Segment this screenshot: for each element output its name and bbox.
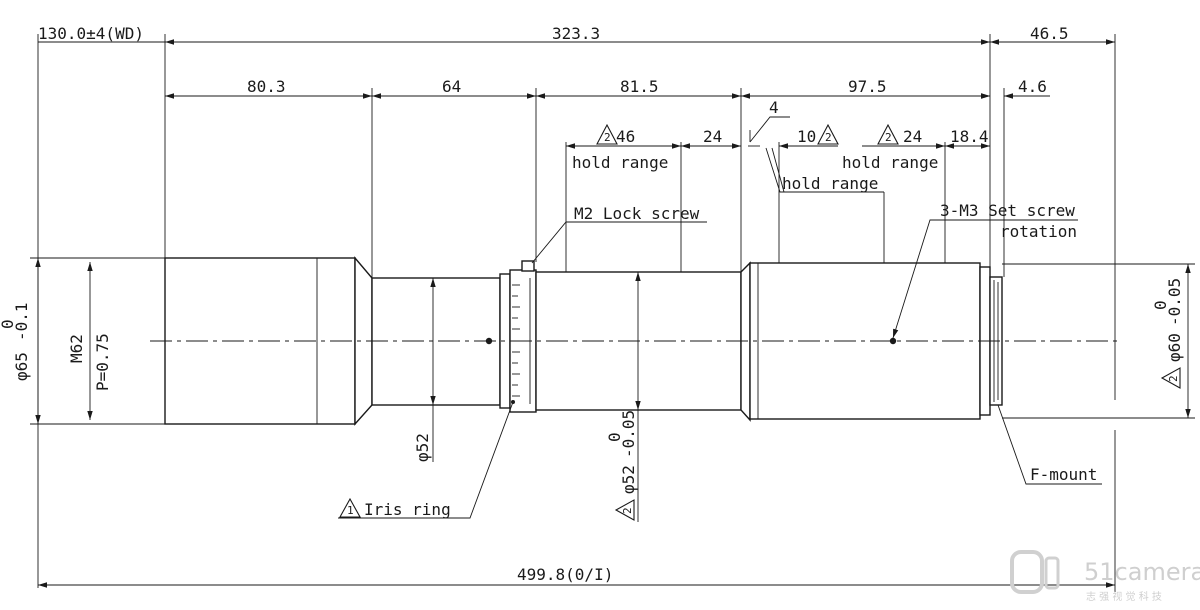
watermark-subtitle: 志 强 视 觉 科 技 — [1086, 590, 1162, 603]
hold-range-label-2: hold range — [842, 153, 938, 172]
leader-hold-range-3 — [765, 147, 884, 193]
phi65-tol-lower: -0.1 — [12, 302, 31, 341]
leader-iris-ring — [338, 401, 514, 519]
svg-text:2: 2 — [825, 131, 832, 144]
lock-screw-label: M2 Lock screw — [574, 204, 700, 223]
svg-text:2: 2 — [1167, 375, 1180, 382]
f-mount-label: F-mount — [1030, 465, 1097, 484]
lock-screw — [521, 260, 535, 272]
phi52b-tol-lower: -0.05 — [619, 410, 638, 458]
thread-m62: M62 — [67, 334, 86, 363]
dim-10: 10 — [797, 127, 816, 146]
svg-text:2: 2 — [621, 507, 634, 514]
camera-logo-icon — [1010, 550, 1044, 594]
phi60-label: φ60 — [1165, 333, 1184, 362]
rear-barrel — [749, 262, 981, 420]
phi52b-label: φ52 — [619, 465, 638, 494]
set-screw-label: 3-M3 Set screw — [940, 201, 1075, 220]
dim-80-3: 80.3 — [247, 77, 286, 96]
leader-f-mount — [997, 404, 1102, 485]
phi60-tol-upper: 0 — [1151, 300, 1170, 310]
hold-range-label-1: hold range — [572, 153, 668, 172]
tri-marker-10 — [817, 123, 839, 145]
phi65-tol-upper: 0 — [0, 319, 17, 329]
dim-81-5: 81.5 — [620, 77, 659, 96]
svg-text:2: 2 — [885, 131, 892, 144]
rotation-label: rotation — [1000, 222, 1077, 241]
leader-set-screw — [892, 219, 1078, 339]
dim-4: 4 — [769, 98, 779, 117]
tri-marker-phi52 — [614, 499, 635, 521]
dim-4-6: 4.6 — [1018, 77, 1047, 96]
phi65-label: φ65 — [12, 352, 31, 381]
watermark: 51camera 志 强 视 觉 科 技 — [1010, 550, 1200, 603]
dim-24a: 24 — [703, 127, 722, 146]
tri-marker-46 — [596, 123, 618, 145]
tri-marker-phi60 — [1160, 367, 1181, 389]
dim-64: 64 — [442, 77, 461, 96]
iris-ring-label: Iris ring — [364, 500, 451, 519]
dim-24b: 24 — [903, 127, 922, 146]
phi52b-tol-upper: 0 — [605, 432, 624, 442]
dim-46: 46 — [616, 127, 635, 146]
phi60-tol-lower: -0.05 — [1165, 278, 1184, 326]
center-mark — [485, 337, 493, 345]
dim-total: 499.8(0/I) — [517, 565, 613, 584]
thread-pitch: P=0.75 — [93, 333, 112, 391]
set-screw-mark — [889, 337, 897, 345]
svg-text:2: 2 — [604, 131, 611, 144]
dim-46-5: 46.5 — [1030, 24, 1069, 43]
svg-text:1: 1 — [347, 504, 354, 517]
leader-lock-screw — [531, 221, 707, 264]
dim-18-4: 18.4 — [950, 127, 989, 146]
leader-4 — [749, 116, 790, 143]
extension-lines — [37, 34, 1116, 588]
watermark-brand: 51camera — [1084, 558, 1200, 586]
phi52-label: φ52 — [413, 433, 432, 462]
dim-323: 323.3 — [552, 24, 600, 43]
dim-97-5: 97.5 — [848, 77, 887, 96]
tri-marker-iris — [339, 497, 361, 518]
dim-wd: 130.0±4(WD) — [38, 24, 144, 43]
tri-marker-24 — [877, 123, 899, 145]
hold-range-label-3: hold range — [782, 174, 878, 193]
